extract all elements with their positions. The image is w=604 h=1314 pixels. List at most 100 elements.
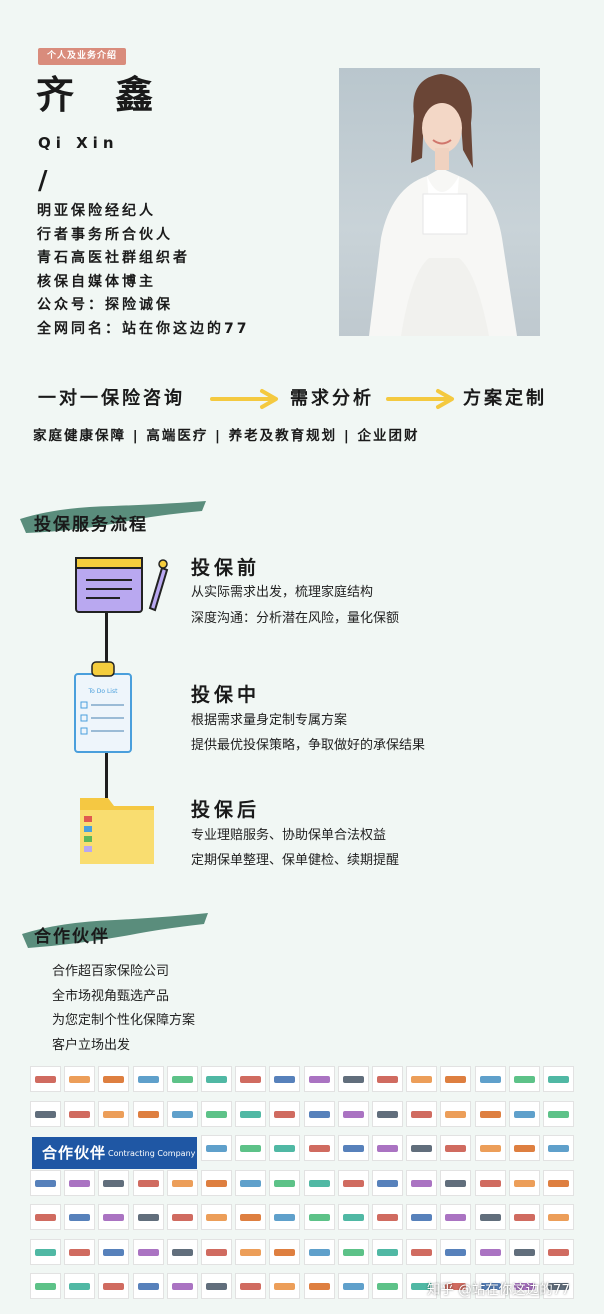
partner-logo [440, 1273, 472, 1299]
partner-logo [303, 1135, 335, 1161]
partner-logo [132, 1273, 164, 1299]
partner-logo [30, 1169, 61, 1196]
partner-logo [30, 1238, 61, 1265]
partner-logo [303, 1066, 335, 1092]
flow-step-consult: 一对一保险咨询 [38, 388, 185, 409]
partner-logo [337, 1238, 369, 1265]
partner-logo [235, 1273, 267, 1299]
partner-logo [303, 1100, 335, 1127]
partner-logo [30, 1066, 61, 1092]
partner-logo [166, 1238, 198, 1265]
partner-logo [474, 1100, 506, 1127]
role-item: 公众号：探险诚保 [37, 297, 173, 314]
checklist-icon: To Do List [74, 661, 132, 753]
partner-logo [406, 1238, 438, 1265]
partner-logo [406, 1100, 438, 1127]
partner-logo [440, 1238, 472, 1265]
partner-logo [64, 1238, 96, 1265]
partner-logo [303, 1238, 335, 1265]
person-name: 齐 鑫 [36, 73, 168, 117]
partner-logo [543, 1273, 574, 1299]
partner-logo [235, 1135, 267, 1161]
partner-logo [303, 1204, 335, 1230]
partner-line: 全市场视角甄选产品 [52, 988, 170, 1004]
partner-lines: 合作超百家保险公司 全市场视角甄选产品 为您定制个性化保障方案 客户立场出发 [52, 960, 195, 1058]
partner-logo [166, 1204, 198, 1230]
partner-logo [474, 1204, 506, 1230]
partner-logo [508, 1238, 540, 1265]
partner-logo [132, 1169, 164, 1196]
partner-logo [166, 1100, 198, 1127]
partner-logo [166, 1273, 198, 1299]
partner-logo [372, 1169, 403, 1196]
partner-logo [406, 1169, 438, 1196]
partner-logo [406, 1066, 438, 1092]
role-item: 全网同名：站在你这边的77 [37, 320, 250, 337]
checklist-label: To Do List [88, 688, 119, 695]
partner-logo [98, 1204, 130, 1230]
partner-logo [543, 1204, 574, 1230]
partner-logo [64, 1066, 96, 1092]
banner-sub: Contracting Company [108, 1149, 196, 1158]
stage-line: 根据需求量身定制专属方案 [191, 713, 348, 728]
stage-title-before: 投保前 [191, 557, 261, 579]
partner-logo [406, 1135, 438, 1161]
partner-logo [235, 1238, 267, 1265]
partner-logo [30, 1204, 61, 1230]
partner-logo [201, 1169, 232, 1196]
partner-logo [132, 1238, 164, 1265]
partner-logo [269, 1273, 301, 1299]
partner-logo [372, 1135, 403, 1161]
partner-logo [372, 1066, 403, 1092]
partner-logo [201, 1204, 232, 1230]
flow-step-analysis: 需求分析 [290, 388, 374, 409]
partner-logo [30, 1273, 61, 1299]
arrow-right-icon [386, 389, 454, 409]
partner-logo [543, 1169, 574, 1196]
partner-logo [543, 1100, 574, 1127]
partner-logo [372, 1273, 403, 1299]
partner-logo [372, 1204, 403, 1230]
stage-line: 专业理赔服务、协助保单合法权益 [191, 828, 387, 843]
partner-logo [440, 1169, 472, 1196]
partner-logo [166, 1169, 198, 1196]
flow-step-plan: 方案定制 [463, 388, 547, 409]
partner-logo [201, 1273, 232, 1299]
partner-logo [303, 1169, 335, 1196]
partner-logo [337, 1100, 369, 1127]
partner-logo [337, 1135, 369, 1161]
profile-photo [339, 68, 540, 336]
partner-logo [337, 1169, 369, 1196]
partner-logo [235, 1066, 267, 1092]
partner-logo [64, 1273, 96, 1299]
partner-logo [474, 1238, 506, 1265]
partner-logo [269, 1169, 301, 1196]
arrow-right-icon [210, 389, 278, 409]
partner-logo-grid [30, 1066, 576, 1306]
partner-logo [269, 1066, 301, 1092]
partner-logo [508, 1204, 540, 1230]
partner-logo [201, 1238, 232, 1265]
partner-logo [474, 1169, 506, 1196]
partner-logo [474, 1135, 506, 1161]
stage-line: 定期保单整理、保单健检、续期提醒 [191, 853, 400, 868]
partner-logo [372, 1238, 403, 1265]
watermark: 知乎 @站在你这边的77 [427, 1282, 570, 1298]
partner-logo [235, 1100, 267, 1127]
partner-logo [543, 1135, 574, 1161]
partner-logo [132, 1204, 164, 1230]
stage-line: 提供最优投保策略，争取做好的承保结果 [191, 738, 426, 753]
partner-logo [201, 1066, 232, 1092]
partner-logo [132, 1066, 164, 1092]
partner-logo [508, 1100, 540, 1127]
partner-logo [30, 1100, 61, 1127]
partner-banner: 合作伙伴 Contracting Company [32, 1137, 197, 1169]
roles-list: 明亚保险经纪人 行者事务所合伙人 青石高医社群组织者 核保自媒体博主 公众号：探… [37, 200, 249, 342]
stage-title-during: 投保中 [191, 684, 261, 706]
partner-logo [98, 1169, 130, 1196]
partner-logo [64, 1169, 96, 1196]
brush-stroke-icon [20, 501, 206, 533]
divider-slash: / [38, 166, 48, 196]
partner-logo [166, 1066, 198, 1092]
partner-logo [440, 1135, 472, 1161]
